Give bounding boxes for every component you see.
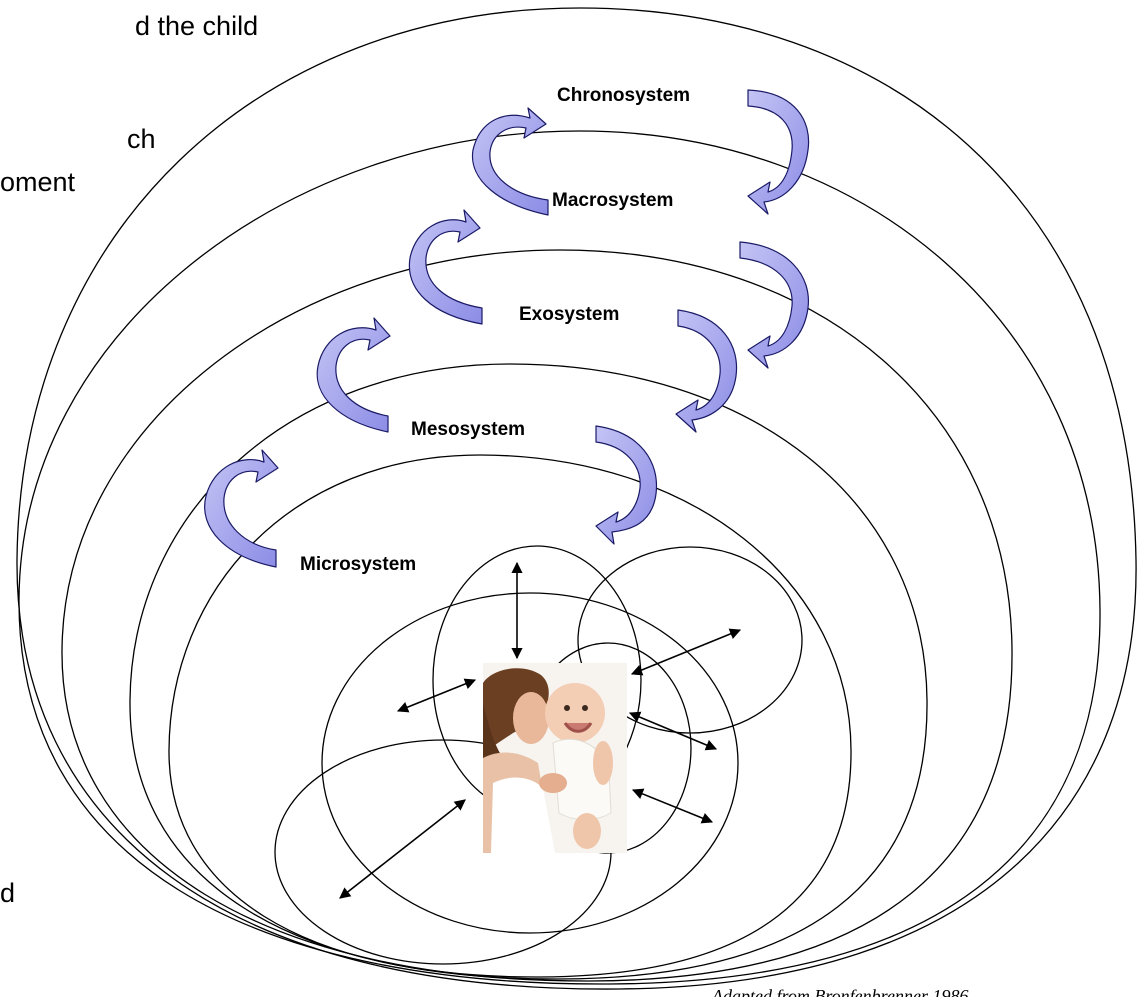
curved-arrow-down-macrosystem	[739, 241, 809, 369]
setting-circle-center-large	[321, 592, 739, 934]
side-text-line-4: d	[0, 878, 16, 908]
curved-arrow-down-chronosystem	[747, 89, 810, 215]
double-arrow-right-low	[631, 788, 714, 824]
chronosystem-ring	[16, 7, 1137, 990]
curved-arrow-up-exosystem	[316, 317, 391, 433]
label-chronosystem: Chronosystem	[557, 85, 691, 106]
curved-arrow-down-mesosystem	[595, 425, 658, 545]
mesosystem-ring	[129, 363, 928, 980]
source-citation: Adapted from Bronfenbrenner 1986	[712, 986, 969, 997]
side-text-line-3: oment	[0, 167, 76, 197]
side-text-line-1: d the child	[135, 11, 259, 41]
label-mesosystem: Mesosystem	[411, 419, 526, 440]
exosystem-ring	[61, 249, 1013, 982]
curved-arrow-up-macrosystem	[408, 209, 483, 325]
double-arrow-left	[396, 678, 477, 713]
double-arrow-right-mid	[628, 711, 718, 751]
double-arrow-right-top	[630, 628, 742, 676]
curved-arrow-up-chronosystem	[471, 107, 549, 216]
microsystem-ring	[168, 454, 852, 978]
label-macrosystem: Macrosystem	[552, 190, 674, 211]
curved-arrow-down-exosystem	[675, 309, 738, 433]
label-microsystem: Microsystem	[300, 554, 417, 575]
double-arrow-bottom-left	[339, 799, 466, 899]
macrosystem-ring	[18, 130, 1101, 985]
curved-arrow-up-mesosystem	[204, 449, 279, 568]
label-exosystem: Exosystem	[519, 304, 620, 325]
side-text-line-2: ch	[127, 124, 156, 154]
mother-and-baby-photo	[483, 663, 627, 853]
